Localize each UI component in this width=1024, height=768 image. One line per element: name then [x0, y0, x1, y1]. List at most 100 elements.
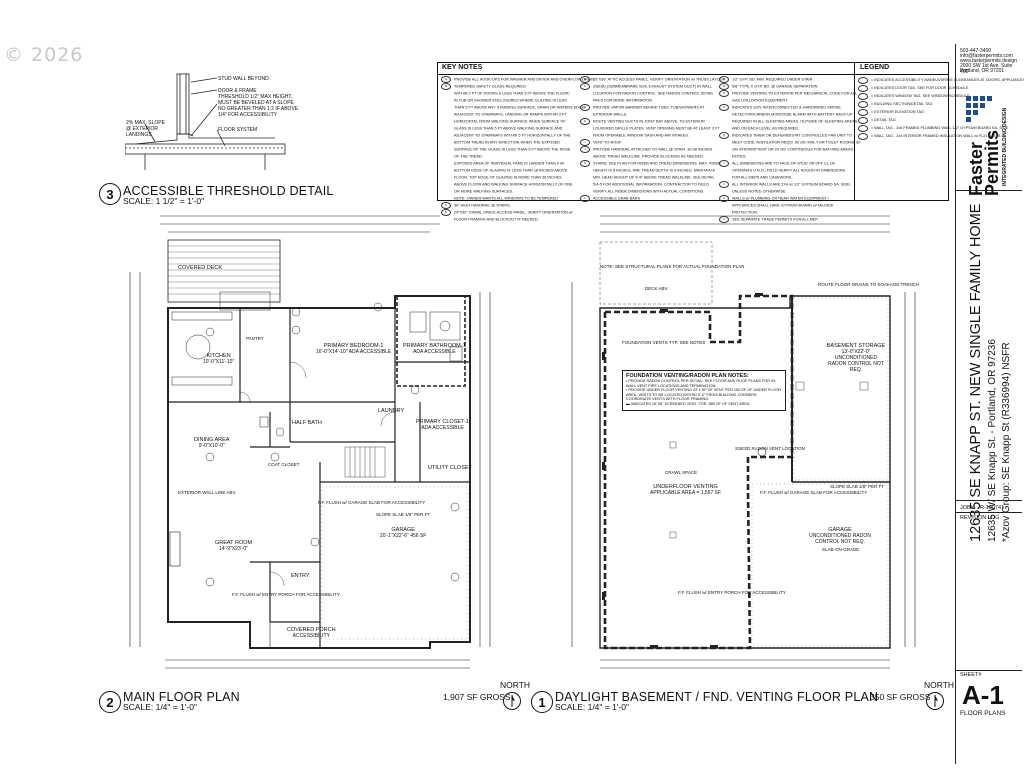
- threshold-note-3: THRESHOLD 1/2" MAX HEIGHT, MUST BE BEVEL…: [218, 94, 299, 118]
- revision-log: REVISION LOG: [960, 515, 1000, 521]
- job-number: R-100741: [980, 505, 1005, 511]
- key-notes-header-row: KEY NOTES LEGEND: [438, 63, 948, 75]
- company-email: info@fasterpermits.com: [960, 53, 1013, 59]
- key-note-tag-icon: 4: [719, 216, 729, 223]
- legend-item: = INDICATES WINDOW TAG. SEE WINDOW SCHED…: [858, 92, 971, 100]
- company-address-1: 2000 SW 1st Ave. Suite 400: [960, 63, 1013, 75]
- basement-plan-north-label: NORTH: [924, 680, 955, 690]
- key-note-tag-icon: B: [441, 83, 451, 90]
- key-note-item: HORIZONTAL FROM WALKING SURFACE WHEN SUR…: [454, 119, 566, 124]
- threshold-note-4: FLOOR SYSTEM: [218, 127, 258, 133]
- basement-plan-gross: 350 SF GROSS: [870, 692, 931, 702]
- sheet-title: FLOOR PLANS: [960, 710, 1006, 717]
- key-note-item: ABOVE FLOOR AND WALKING SURFACE HORIZONT…: [454, 182, 573, 187]
- main-note-entry-flush: F.F. FLUSH w/ ENTRY PORCH FOR ACCESSIBIL…: [232, 592, 340, 597]
- key-note-item: NOTES:: [732, 154, 747, 159]
- sheet-label: SHEET#: [960, 672, 982, 678]
- legend-symbol-icon: [858, 84, 868, 92]
- key-note-item: IN TUB OR SHOWER ENCLOSURES WHERE GLAZIN…: [454, 98, 567, 103]
- key-note-tag-icon: L: [580, 195, 590, 202]
- key-note-item: cfm INTERMITTENT OR 20 cfm CONTINUOUS FO…: [732, 147, 855, 152]
- key-note-item: FLOOR, TOP EDGE OF GLAZING IS MORE THAN …: [454, 175, 562, 180]
- main-plan-scale: SCALE: 1/4" = 1'-0": [123, 702, 198, 712]
- room-utility-closet: UTILITY CLOSET: [428, 465, 472, 471]
- key-notes-header: KEY NOTES: [442, 64, 483, 71]
- room-covered-deck: COVERED DECK: [178, 265, 223, 271]
- threshold-detail-scale: SCALE: 1 1/2" = 1'-0": [123, 196, 205, 206]
- key-note-tag-icon: H: [580, 118, 590, 125]
- legend-symbol-icon: [858, 132, 868, 140]
- basement-note-slope-slab: SLOPE SLAB 1/8" PER FT: [830, 484, 885, 489]
- legend-symbol-icon: [858, 108, 868, 116]
- room-half-bath: HALF BATH: [292, 420, 322, 426]
- key-note-item: DETECTOR/CARBON MONOXIDE ALARM WITH BATT…: [732, 112, 853, 117]
- basement-plan-number-bubble: 1: [531, 691, 553, 713]
- basement-plan-scale: SCALE: 1/4" = 1'-0": [555, 702, 630, 712]
- basement-note-crawl-space: CRAWL SPACE: [665, 470, 698, 475]
- legend-item: = INDICATES DOOR TAG. SEE FOR DOOR SCHED…: [858, 84, 969, 92]
- copyright-watermark: © 2026: [4, 44, 84, 66]
- title-divider-2: [956, 500, 1022, 501]
- key-note-item: BOTTOM TREAD IN ANY DIRECTION WHEN THE E…: [454, 140, 561, 145]
- key-note-item: FOR ALL MEPS AND CASEWORK.: [732, 175, 793, 180]
- key-note-item: OF THE TREAD.: [454, 154, 483, 159]
- basement-note-ssesd: SSESD RADON VENT LOCATION: [735, 446, 805, 451]
- key-note-tag-icon: Q: [719, 132, 729, 139]
- company-address-2: Portland, OR 97201: [960, 68, 1005, 74]
- key-note-item: GAS UTILIZATION EQUIPMENT.: [732, 98, 789, 103]
- key-note-item: BOTTOM EDGE OF GLAZING IS LESS THAN 18 I…: [454, 168, 568, 173]
- basement-note-garage-flush: F.F. FLUSH w/ GARAGE SLAB FOR ACCESSIBIL…: [760, 490, 868, 495]
- key-note-item: EXTERIOR WALLS.: [593, 112, 628, 117]
- key-note-item: GLASS IS LESS THAN 5 FT ABOVE WALKING SU…: [454, 126, 563, 131]
- key-note-tag-icon: P: [719, 104, 729, 111]
- main-plan-gross: 1,907 SF GROSS: [443, 692, 511, 702]
- basement-plan-title: DAYLIGHT BASEMENT / FND. VENTING FLOOR P…: [555, 690, 879, 704]
- main-note-exterior-wall: EXTERIOR WALL LINE ABV.: [178, 490, 237, 495]
- room-entry: ENTRY: [291, 573, 310, 579]
- basement-note-deck-above: DECK ABV.: [645, 286, 669, 291]
- key-note-item: FLOOR FRAMING AND BLOCKOUT IF NEEDED.: [454, 217, 539, 222]
- room-laundry: LAUNDRY: [378, 408, 405, 414]
- radon-note-2: • PROVIDE UNDER FLOOR VENTING AT 1 SF OF…: [626, 388, 782, 402]
- company-logo-icon: [966, 96, 992, 122]
- legend-symbol-icon: [858, 92, 868, 100]
- key-note-tag-icon: I: [580, 139, 590, 146]
- main-plan-title: MAIN FLOOR PLAN: [123, 690, 240, 704]
- basement-note-foundation-vents: FOUNDATION VENTS TYP. SEE NOTES: [622, 340, 706, 345]
- title-divider-4: [956, 670, 1022, 671]
- legend-header: LEGEND: [860, 64, 890, 71]
- threshold-note-2: DOOR & FRAME: [218, 88, 257, 94]
- company-logo-text: Faster Permits: [966, 130, 1002, 196]
- key-note-item: MIN. HEAD HEIGHT OF 6'-8" ABOVE TREAD WA…: [593, 175, 715, 180]
- legend-item: = WALL TAG - 2x4 INTERIOR FRAMED INSULAT…: [858, 132, 1002, 140]
- legend-symbol-icon: [858, 76, 868, 84]
- key-note-item: ADJACENT TO STAIRWAYS, LANDING OR RAMPS …: [454, 112, 567, 117]
- company-web: www.fasterpermits.design: [960, 58, 1017, 64]
- key-note-tag-icon: J: [580, 146, 590, 153]
- main-floor-plan-drawing: [129, 215, 491, 669]
- key-note-item: ##A-5 FOR MORE INFORMATION.: [593, 98, 654, 103]
- legend-column: = INDICATES ACCESSIBILITY MANEUVERING CL…: [858, 76, 1024, 140]
- job-label: JOB#: [960, 505, 974, 511]
- basement-note-slab: SLAB-ON-GRADE: [822, 547, 860, 552]
- legend-item: = DETAIL TAG: [858, 116, 946, 124]
- legend-symbol-icon: [858, 100, 868, 108]
